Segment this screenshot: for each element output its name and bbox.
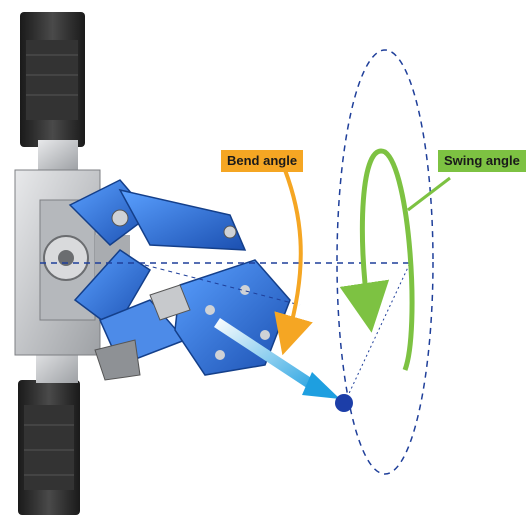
swing-angle-label: Swing angle [438,150,526,172]
bend-angle-arrow [274,169,313,356]
swing-angle-callout-line [407,176,451,212]
bottom-motor [18,345,80,515]
target-point-icon [335,394,353,412]
approach-arrow [214,318,340,399]
swing-path-ellipse [336,49,434,475]
top-motor [20,12,85,170]
tilted-axis-line [144,264,301,306]
radius-line [344,262,411,403]
bend-angle-label: Bend angle [221,150,304,172]
swing-angle-arrow [339,148,415,371]
